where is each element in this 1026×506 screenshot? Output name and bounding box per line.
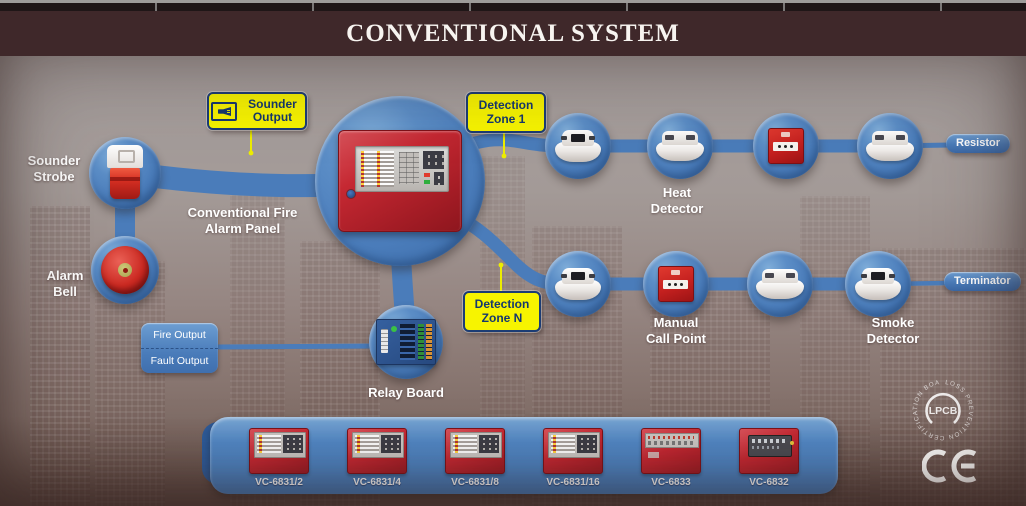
tag-sounder-output-text: Sounder Output (248, 96, 297, 124)
lpcb-text: LPCB (929, 405, 958, 417)
product-vc-6832: VC-6832 (739, 427, 799, 488)
tag-detection-zone-n: Detection Zone N (463, 291, 541, 332)
node-sounder-strobe (89, 137, 161, 209)
node-relay-board (369, 305, 443, 379)
product-vc-6831-8: VC-6831/8 (445, 427, 505, 488)
ce-mark (922, 449, 977, 483)
top-dark-bar (0, 3, 1026, 11)
node-zone1-heat-detector (647, 113, 713, 179)
page-title: CONVENTIONAL SYSTEM (346, 19, 680, 47)
heat-detector-icon (756, 269, 804, 299)
product-model: VC-6833 (651, 476, 691, 488)
node-alarm-bell (91, 236, 159, 304)
lpcb-logo: LOSS PREVENTION CERTIFICATION BOARD LPCB (905, 372, 973, 441)
alarm-bell-icon (101, 246, 149, 294)
tag-sounder-output: Sounder Output (207, 92, 307, 130)
product-model: VC-6831/2 (255, 476, 303, 488)
top-gray-line (0, 0, 1026, 3)
outputs-box: Fire Output Fault Output (141, 323, 218, 373)
resistor-pill: Resistor (946, 134, 1011, 153)
panel-thumbnail (543, 427, 603, 474)
heat-detector-icon (866, 131, 914, 161)
relay-board-icon (376, 319, 436, 365)
node-zone1-heat-detector-2 (857, 113, 923, 179)
product-model: VC-6832 (749, 476, 789, 488)
node-fire-alarm-panel (315, 96, 485, 266)
label-heat-detector: Heat Detector (650, 185, 704, 216)
product-tray: VC-6831/2 VC-6831/4 VC-6831/8 VC-6831/16… (210, 417, 838, 494)
panel-thumbnail (641, 427, 701, 474)
node-zonen-smoke-detector (545, 251, 611, 317)
heat-detector-icon (656, 131, 704, 161)
smoke-detector-icon (855, 268, 901, 300)
fault-output-label: Fault Output (141, 347, 218, 374)
smoke-detector-icon (555, 268, 601, 300)
wire-outputs-to-relay (215, 343, 383, 350)
product-model: VC-6831/16 (546, 476, 600, 488)
product-model: VC-6831/4 (353, 476, 401, 488)
label-manual-call-point: Manual Call Point (646, 315, 706, 346)
panel-thumbnail (249, 427, 309, 474)
speaker-icon (211, 101, 237, 121)
label-smoke-detector: Smoke Detector (866, 315, 920, 346)
product-vc-6831-16: VC-6831/16 (543, 427, 603, 488)
label-sounder-strobe: Sounder Strobe (27, 153, 81, 184)
manual-call-point-icon (768, 128, 804, 164)
tag-detection-zone-1: Detection Zone 1 (466, 92, 546, 133)
fire-alarm-panel-icon (338, 130, 462, 232)
header-band: CONVENTIONAL SYSTEM (0, 11, 1026, 56)
product-model: VC-6831/8 (451, 476, 499, 488)
label-alarm-bell: Alarm Bell (46, 268, 84, 299)
product-vc-6831-2: VC-6831/2 (249, 427, 309, 488)
panel-thumbnail (445, 427, 505, 474)
panel-thumbnail (347, 427, 407, 474)
manual-call-point-icon (658, 266, 694, 302)
smoke-detector-icon (555, 130, 601, 162)
sounder-strobe-icon (107, 145, 143, 201)
node-zone1-smoke-detector (545, 113, 611, 179)
node-zonen-heat-detector (747, 251, 813, 317)
fire-output-label: Fire Output (153, 329, 206, 342)
lpcb-horseshoe (925, 392, 961, 424)
diagram-canvas: Resistor Terminator Sounder Strobe Alarm… (0, 56, 1026, 506)
node-zonen-manual-call-point (643, 251, 709, 317)
product-vc-6831-4: VC-6831/4 (347, 427, 407, 488)
terminator-pill: Terminator (944, 272, 1021, 291)
node-zonen-smoke-detector-2 (845, 251, 911, 317)
panel-thumbnail (739, 427, 799, 474)
product-vc-6833: VC-6833 (641, 427, 701, 488)
node-zone1-manual-call-point (753, 113, 819, 179)
label-relay-board: Relay Board (368, 385, 444, 400)
label-fire-alarm-panel: Conventional Fire Alarm Panel (187, 205, 298, 236)
